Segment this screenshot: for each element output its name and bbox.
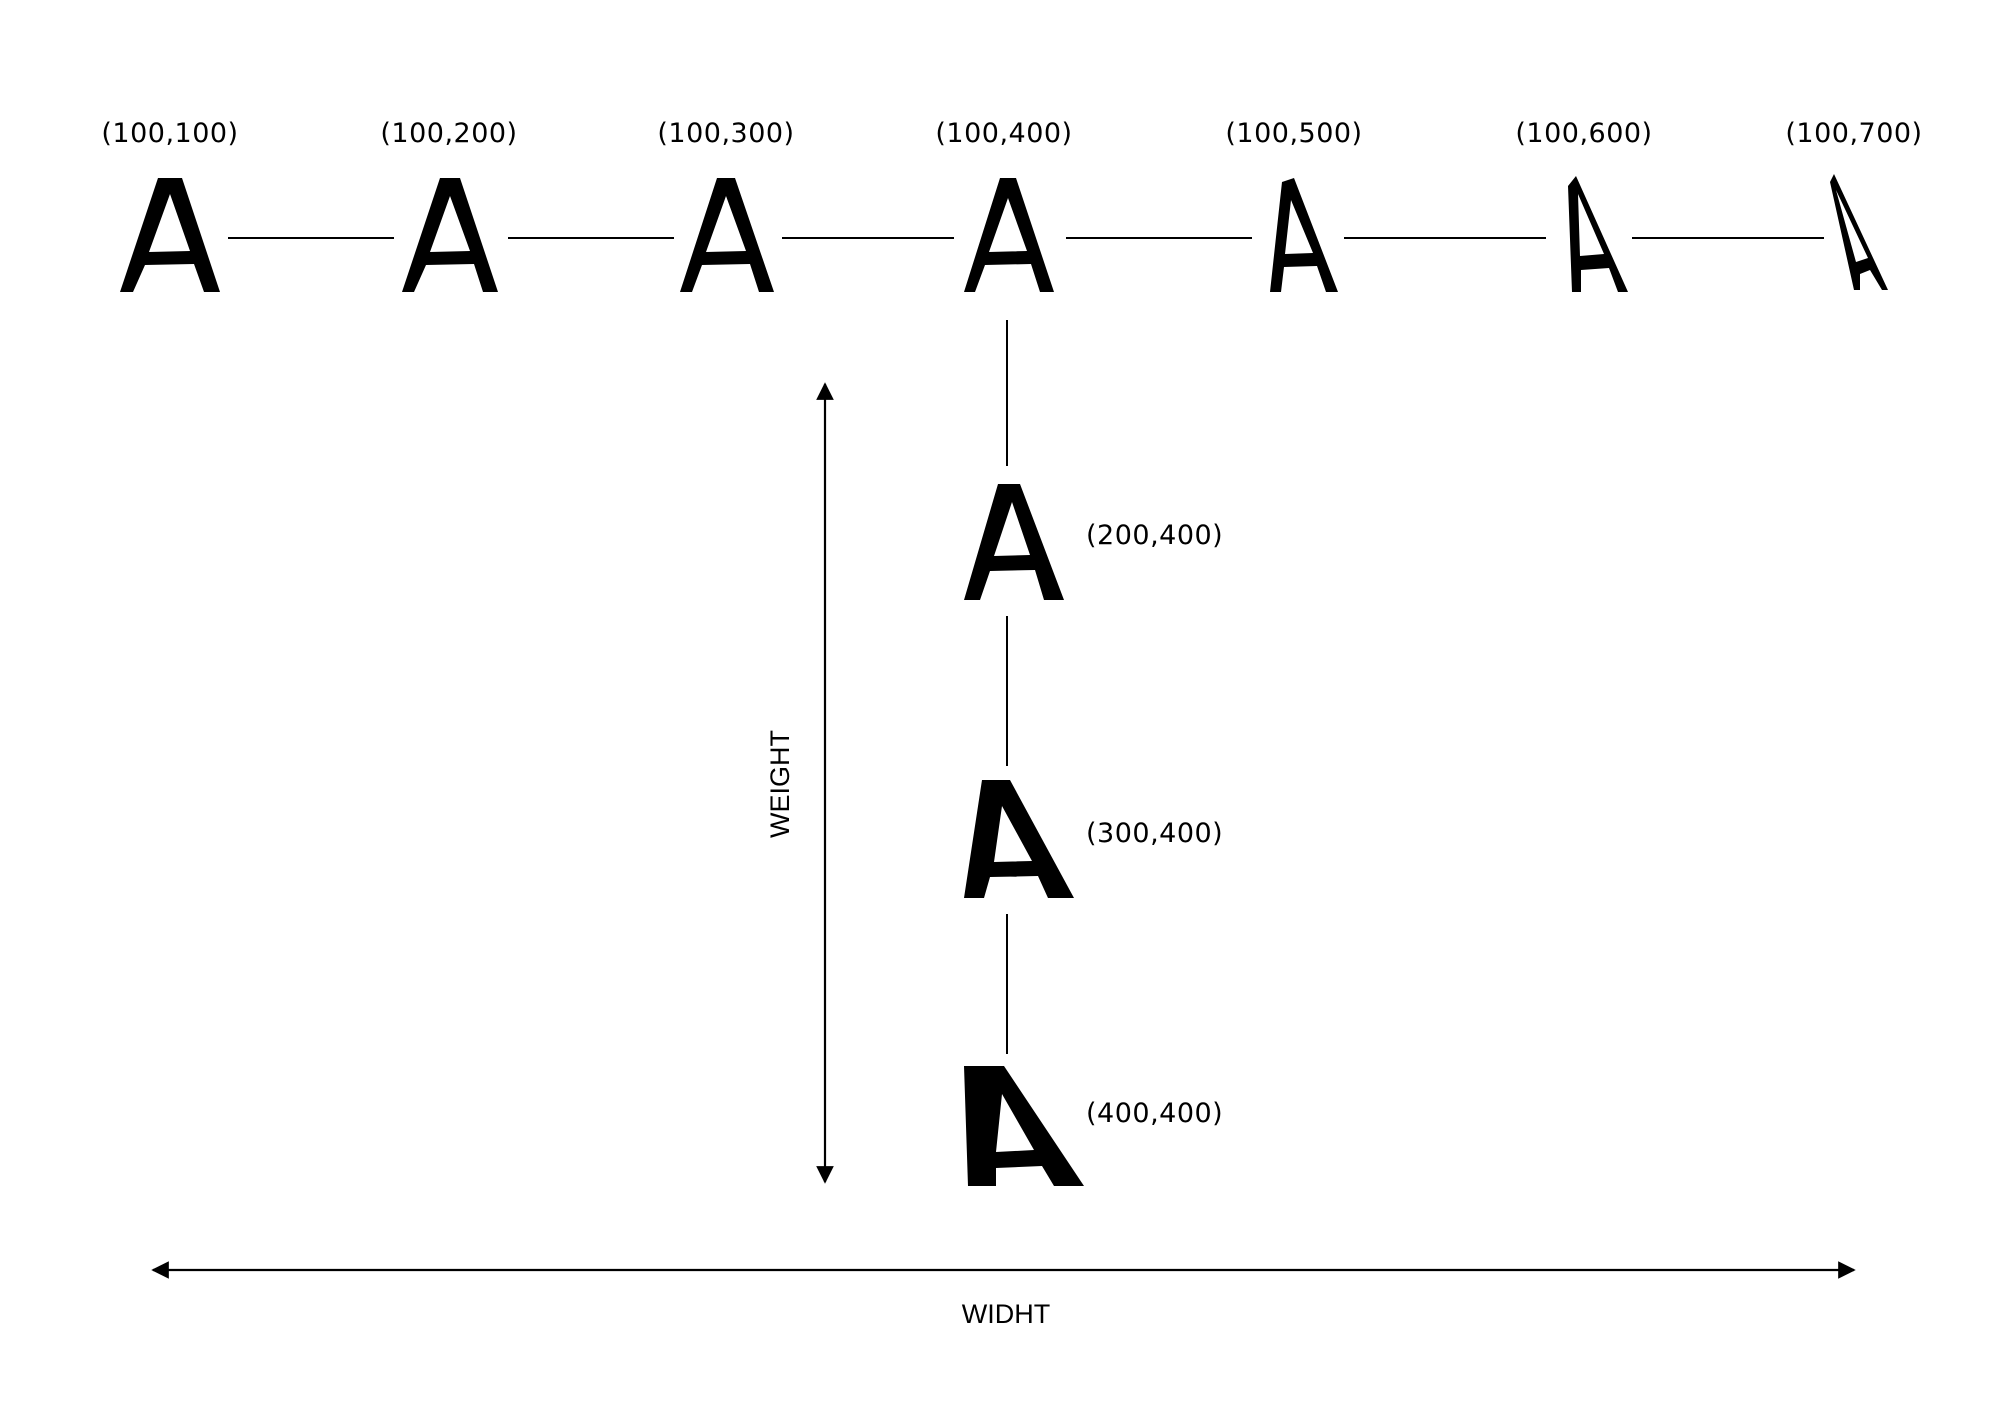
- glyph-a-200-400: [964, 484, 1064, 600]
- glyph-a-100-100: [120, 178, 220, 292]
- weight-series-glyphs: [964, 484, 1084, 1186]
- letter-a-glyph: [964, 1066, 1084, 1186]
- letter-a-glyph: [1568, 176, 1628, 292]
- letter-a-glyph: [964, 484, 1064, 600]
- glyph-a-100-500: [1270, 178, 1338, 292]
- letter-a-glyph: [120, 178, 220, 292]
- glyph-a-400-400: [964, 1066, 1084, 1186]
- glyph-a-100-400: [964, 178, 1054, 292]
- coordinate-label: (100,700): [1785, 118, 1922, 149]
- weight-axis: WEIGHT: [765, 382, 834, 1184]
- coordinate-label: (100,500): [1225, 118, 1362, 149]
- glyph-a-100-200: [402, 178, 498, 292]
- letter-a-glyph: [1270, 178, 1338, 292]
- coordinate-label: (100,400): [935, 118, 1072, 149]
- letter-a-glyph: [402, 178, 498, 292]
- weight-axis-label: WEIGHT: [765, 730, 795, 838]
- width-axis-label: WIDHT: [962, 1299, 1050, 1329]
- coordinate-labels: (100,100) (100,200) (100,300) (100,400) …: [101, 118, 1922, 1129]
- coordinate-label: (400,400): [1086, 1098, 1223, 1129]
- width-axis: WIDHT: [151, 1261, 1856, 1329]
- coordinate-label: (100,600): [1515, 118, 1652, 149]
- glyph-a-100-700: [1830, 174, 1888, 290]
- letter-a-glyph: [964, 780, 1074, 898]
- glyph-a-300-400: [964, 780, 1074, 898]
- letter-a-glyph: [1830, 174, 1888, 290]
- glyph-a-100-300: [680, 178, 774, 292]
- coordinate-label: (100,300): [657, 118, 794, 149]
- letter-a-glyph: [964, 178, 1054, 292]
- coordinate-label: (300,400): [1086, 818, 1223, 849]
- width-series-glyphs: [120, 174, 1888, 292]
- coordinate-label: (100,200): [380, 118, 517, 149]
- letter-a-glyph: [680, 178, 774, 292]
- glyph-a-100-600: [1568, 176, 1628, 292]
- coordinate-label: (100,100): [101, 118, 238, 149]
- coordinate-label: (200,400): [1086, 520, 1223, 551]
